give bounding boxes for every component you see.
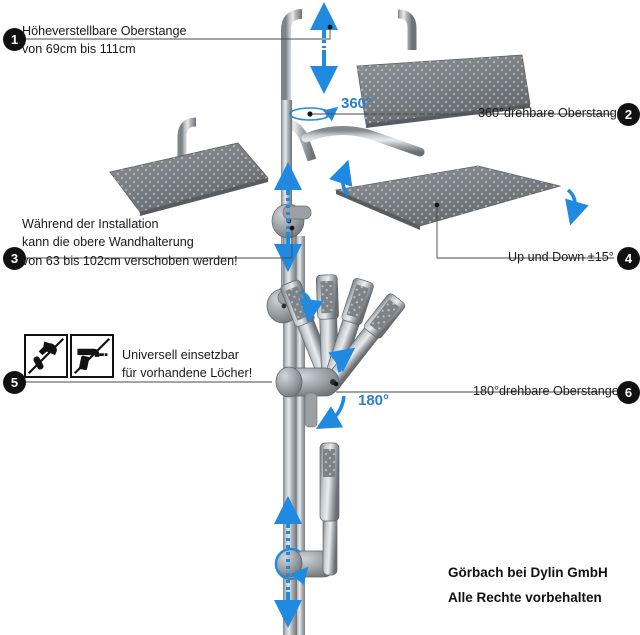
drill-icon (70, 334, 114, 378)
rotation-label-360: 360° (341, 95, 373, 112)
callout-badge-3[interactable]: 3 (3, 247, 26, 270)
motion-arrows (274, 2, 589, 628)
hammer-glyph (27, 337, 65, 375)
top-rain-shower-head (281, 9, 531, 128)
callout-badge-4[interactable]: 4 (617, 247, 640, 270)
drill-glyph (73, 337, 111, 375)
rotation-label-180: 180° (358, 392, 390, 409)
upper-wall-bracket (271, 203, 312, 239)
callout-text-1: Höheverstellbare Oberstange von 69cm bis… (22, 24, 187, 57)
callout-badge-6[interactable]: 6 (617, 381, 640, 404)
callout-badge-2[interactable]: 2 (617, 103, 640, 126)
footer-rights: Alle Rechte vorbehalten (448, 590, 602, 605)
leader-lines (17, 24, 614, 393)
middle-rain-shower-head-right (301, 125, 562, 230)
callout-text-3: Während der Installation kann die obere … (22, 217, 238, 268)
callout-text-2: 360°drehbare Oberstange (478, 106, 624, 120)
callout-badge-1[interactable]: 1 (3, 28, 26, 51)
callout-text-5: Universell einsetzbar für vorhandene Löc… (122, 348, 253, 381)
hammer-icon (24, 334, 68, 378)
footer-company: Görbach bei Dylin GmbH (448, 565, 608, 580)
callout-text-6: 180°drehbare Oberstange (473, 384, 619, 398)
hand-shower-holder (275, 366, 340, 428)
callout-badge-5[interactable]: 5 (3, 371, 26, 394)
callout-text-4: Up und Down ±15° (508, 250, 614, 264)
